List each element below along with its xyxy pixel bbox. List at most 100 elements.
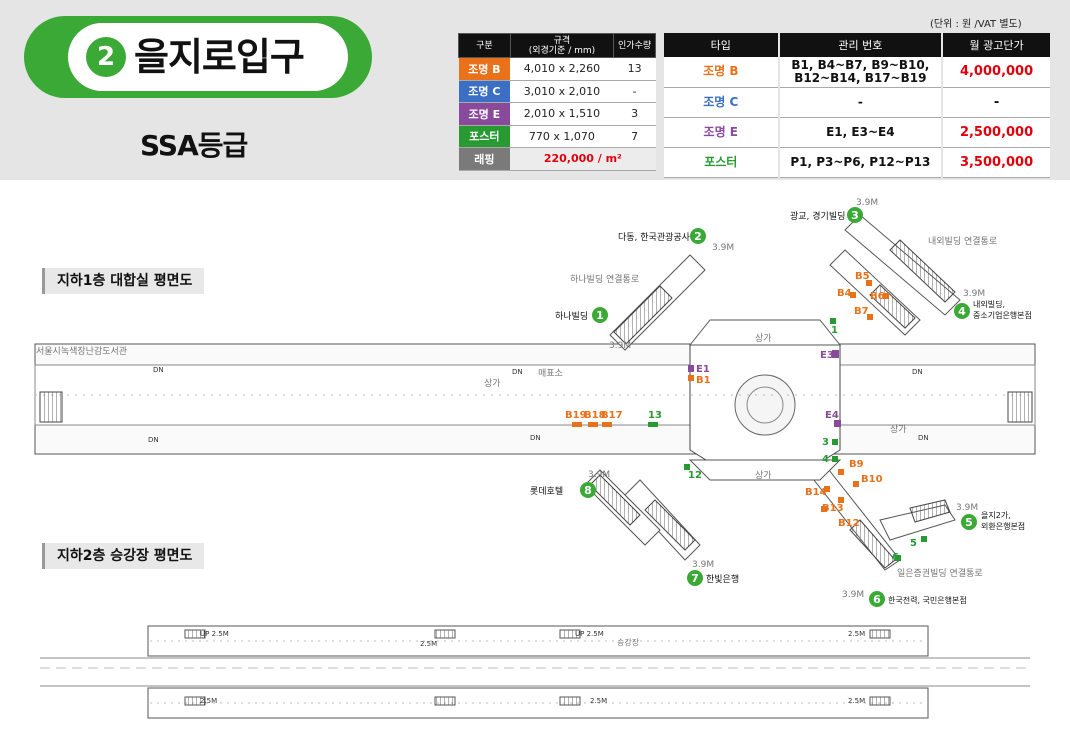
wrap-price: 220,000 / m² <box>510 147 656 171</box>
price-table-header: 타입 관리 번호 월 광고단가 <box>662 33 1050 57</box>
exit-5: 5 을지2가, 외환은행본점 <box>961 511 1025 531</box>
spec-type-cell: 조명 B <box>458 57 511 81</box>
spec-qty-cell: 13 <box>613 57 656 81</box>
naewoe-corridor-label: 내외빌딩 연결통로 <box>928 235 997 247</box>
price-codes-cell: - <box>777 87 943 118</box>
ad-label-b12: B12 <box>838 518 860 529</box>
ad-marker-e3 <box>832 350 839 358</box>
floor-plan: 서울시녹색장난감도서관 하나빌딩 연결통로 내외빌딩 연결통로 일은증권빌딩 연… <box>34 198 1036 719</box>
ad-label-b14: B14 <box>805 487 827 498</box>
exit-4-label-2: 중소기업은행본점 <box>973 310 1032 320</box>
eunseong-corridor-label: 일은증권빌딩 연결통로 <box>897 567 983 579</box>
spec-qty-cell: 7 <box>613 125 656 148</box>
spec-type-cell: 조명 C <box>458 80 511 103</box>
price-codes-cell: P1, P3~P6, P12~P13 <box>777 147 943 178</box>
platform-m-3: 2.5M <box>200 697 217 705</box>
price-type-cell: 조명 B <box>662 57 779 88</box>
spec-row: 조명 C 3,010 x 2,010 - <box>458 80 656 103</box>
exit-4: 4 내외빌딩, 중소기업은행본점 <box>954 299 1032 320</box>
ad-label-p13: 13 <box>648 410 662 421</box>
ad-label-p5: 5 <box>910 538 917 549</box>
spec-row: 조명 E 2,010 x 1,510 3 <box>458 102 656 126</box>
exit-7-number: 7 <box>691 572 699 585</box>
station-badge: 2 을지로입구 <box>24 16 372 98</box>
spec-header-type: 구분 <box>458 33 511 58</box>
exit-5-label-2: 외환은행본점 <box>981 521 1025 531</box>
exit-7-label: 한빛은행 <box>706 573 739 585</box>
dn-label-1: DN <box>153 366 164 374</box>
ad-label-p6: 6 <box>892 552 899 563</box>
spec-qty-cell: - <box>613 80 656 103</box>
price-type-cell: 조명 C <box>662 87 779 118</box>
ad-label-p3: 3 <box>822 437 829 448</box>
spec-row: 포스터 770 x 1,070 7 <box>458 125 656 148</box>
spec-table: 구분 규격 (외경기준 / mm) 인가수량 조명 B 4,010 x 2,26… <box>458 33 656 171</box>
ad-marker-b12 <box>838 497 844 503</box>
height-8: 3.9M <box>588 470 610 480</box>
exit-7: 7 한빛은행 <box>687 570 739 586</box>
price-value-cell: 2,500,000 <box>941 117 1050 148</box>
ad-marker-p6 <box>895 555 901 561</box>
ad-label-b17: B17 <box>601 410 623 421</box>
ad-marker-b13 <box>821 506 827 512</box>
ad-marker-b18 <box>588 422 598 427</box>
ad-marker-p13 <box>648 422 658 427</box>
ad-label-e4: E4 <box>825 410 839 421</box>
ad-label-b10: B10 <box>861 474 883 485</box>
exit-2: 다동, 한국관광공사 2 <box>618 228 706 244</box>
price-row: 조명 B B1, B4~B7, B9~B10, B12~B14, B17~B19… <box>662 57 1050 88</box>
exit-1-number: 1 <box>596 309 604 322</box>
price-header-type: 타입 <box>662 33 779 57</box>
spec-type-cell: 포스터 <box>458 125 511 148</box>
price-type-cell: 포스터 <box>662 147 779 178</box>
dn-label-6: DN <box>918 434 929 442</box>
spec-row: 조명 B 4,010 x 2,260 13 <box>458 57 656 81</box>
exit-1-label: 하나빌딩 <box>555 311 588 322</box>
ad-marker-e4 <box>834 420 841 427</box>
price-row: 포스터 P1, P3~P6, P12~P13 3,500,000 <box>662 147 1050 178</box>
ad-label-p4: 4 <box>822 454 829 465</box>
exit-6-number: 6 <box>873 593 881 606</box>
price-codes-cell: B1, B4~B7, B9~B10, B12~B14, B17~B19 <box>777 57 943 88</box>
ad-marker-p5 <box>921 536 927 542</box>
ad-label-b13: B13 <box>822 503 844 514</box>
ad-marker-p3 <box>832 439 838 445</box>
line-number-icon: 2 <box>86 37 126 77</box>
price-codes-cell: E1, E3~E4 <box>777 117 943 148</box>
spec-size-cell: 3,010 x 2,010 <box>510 80 614 103</box>
ad-label-b19: B19 <box>565 410 587 421</box>
ad-marker-p12 <box>684 464 690 470</box>
wrap-row: 래핑 220,000 / m² <box>458 147 656 171</box>
price-type-cell: 조명 E <box>662 117 779 148</box>
ad-marker-b17 <box>602 422 612 427</box>
spec-header-size: 규격 (외경기준 / mm) <box>509 33 615 58</box>
station-badge-inner: 2 을지로입구 <box>68 23 348 91</box>
stairs <box>39 239 1033 569</box>
ad-marker-b1 <box>688 375 694 381</box>
ad-label-b9: B9 <box>849 459 864 470</box>
spec-type-cell: 조명 E <box>458 102 511 126</box>
ad-marker-b19 <box>572 422 582 427</box>
ad-marker-b4 <box>850 292 856 298</box>
floor-label-b1: 지하1층 대합실 평면도 <box>42 268 205 294</box>
platform-m-2: 2.5M <box>420 640 437 648</box>
platform-m-5: 2.5M <box>848 697 865 705</box>
ad-marker-p1 <box>830 318 836 324</box>
exit-2-label: 다동, 한국관광공사 <box>618 231 691 243</box>
height-7: 3.9M <box>692 560 714 570</box>
ad-label-p1: 1 <box>831 325 838 336</box>
spec-header-qty: 인가수량 <box>613 33 656 58</box>
exits: 하나빌딩 1 다동, 한국관광공사 2 광교, 경기빌딩 3 4 내외빌딩, 중… <box>530 207 1032 607</box>
exit-1: 하나빌딩 1 <box>555 307 608 323</box>
exit-3-label: 광교, 경기빌딩 <box>790 210 845 222</box>
ad-label-e3: E3 <box>820 350 834 361</box>
exit-8-label: 롯데호텔 <box>530 485 563 497</box>
ad-label-b7: B7 <box>854 306 869 317</box>
exit-4-label-1: 내외빌딩, <box>973 299 1005 309</box>
shop-label-top: 상가 <box>755 333 772 344</box>
exit-5-number: 5 <box>965 516 973 529</box>
platform-label: 승강장 <box>617 637 640 647</box>
height-3: 3.9M <box>856 198 878 208</box>
spec-qty-cell: 3 <box>613 102 656 126</box>
ad-label-b1: B1 <box>696 375 711 386</box>
